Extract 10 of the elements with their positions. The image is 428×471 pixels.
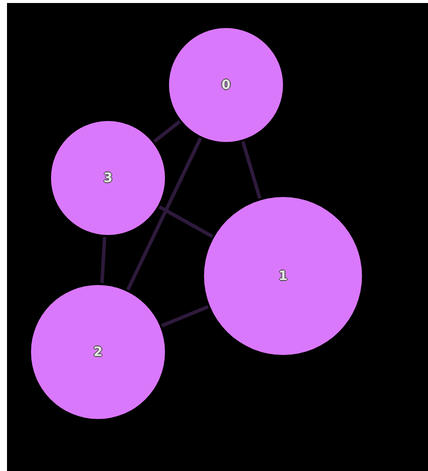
connector-line	[153, 120, 181, 143]
connector-line	[126, 137, 202, 291]
node-label: 2	[93, 346, 103, 358]
connector-line	[158, 205, 214, 238]
connector-line	[161, 305, 209, 328]
node-label: 3	[103, 172, 113, 184]
connector-line	[100, 236, 106, 284]
connector-line	[241, 141, 262, 199]
node-label: 1	[278, 270, 288, 282]
node-label: 0	[221, 78, 231, 92]
